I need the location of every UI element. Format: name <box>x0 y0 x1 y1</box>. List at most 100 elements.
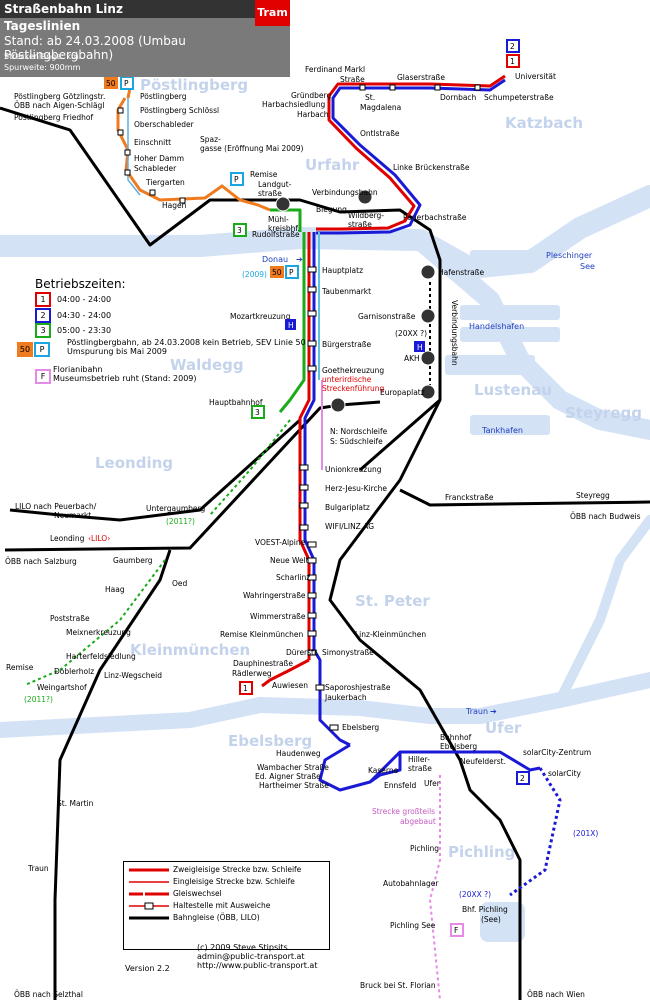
station-wimmer: Wimmerstraße <box>250 612 306 621</box>
station-wifi: WIFI/LINZ AG <box>325 522 374 531</box>
station-schableder: Schableder <box>134 164 177 173</box>
key-passing-stop-swatch <box>129 901 169 911</box>
map-header: Straßenbahn Linz Tram Tageslinien Stand:… <box>0 0 290 77</box>
station-herz-jesu: Herz-Jesu-Kirche <box>325 484 387 493</box>
station-tiergarten: Tiergarten <box>145 178 185 187</box>
station-ferdinand-2: Straße <box>340 75 365 84</box>
badge-line3-rudolf-label: 3 <box>237 226 242 235</box>
station-poestlingberg: Pöstlingberg <box>140 92 187 101</box>
station-dauphine: Dauphinestraße <box>233 659 293 668</box>
station-unionkreuzung: Unionkreuzung <box>325 465 382 474</box>
badge-line1-auwiesen <box>239 681 253 695</box>
rail-traun <box>53 549 172 1000</box>
district-poestlingberg: Pöstlingberg <box>140 76 248 94</box>
key-rail-tracks-label: Bahngleise (ÖBB, LILO) <box>173 913 260 922</box>
interchange-icon <box>357 189 373 205</box>
label-oebb-selzthal: ÖBB nach Selzthal <box>14 990 83 999</box>
legend-row-florianibahn: F Florianibahn Museumsbetrieb ruht (Stan… <box>35 365 197 384</box>
station-post: Poststraße <box>50 614 90 623</box>
station-poestlingberg-friedhof: Pöstlingberg Friedhof <box>14 113 93 122</box>
district-lustenau: Lustenau <box>474 381 552 399</box>
station-auwiesen: Auwiesen <box>272 681 308 690</box>
legend-badge-line1: 1 <box>35 292 51 307</box>
badge-p-remise <box>230 172 244 186</box>
station-hauptplatz: Hauptplatz <box>322 266 363 275</box>
map-line-badges: 2 1 3 3 1 2 50 P 50 P P H H F <box>104 39 530 937</box>
station-garnison: Garnisonstraße <box>358 312 416 321</box>
line1-north <box>316 74 506 231</box>
station-pichling: Pichling <box>410 844 439 853</box>
district-ebelsberg: Ebelsberg <box>228 732 312 750</box>
station-taubenmarkt: Taubenmarkt <box>321 287 371 296</box>
key-single-track: Eingleisige Strecke bzw. Schleife <box>129 877 295 887</box>
station-poestlingberg-schloessl: Pöstlingberg Schlössl <box>140 106 219 115</box>
key-crossover-label: Gleiswechsel <box>173 889 222 898</box>
label-20xx-2: (20XX ?) <box>459 890 491 899</box>
station-mozart: Mozartkreuzung <box>230 312 291 321</box>
legend-hours-line1: 04:00 - 24:00 <box>57 295 112 304</box>
district-labels: Pöstlingberg Katzbach Urfahr Waldegg Lus… <box>95 76 642 861</box>
legend-badge-line2: 2 <box>35 308 51 323</box>
label-pleschinger-see: See <box>580 262 595 271</box>
badge-50-top <box>104 77 118 89</box>
line2-north <box>316 78 506 235</box>
rail-interchange-icons <box>275 189 436 413</box>
line2-planned-pichling <box>509 767 562 897</box>
station-traun: Traun <box>27 864 49 873</box>
traun-arrow-icon: ➔ <box>490 707 497 716</box>
station-simony: Simonystraße <box>322 648 374 657</box>
badge-line2-top <box>506 39 520 53</box>
traun-river <box>0 672 650 738</box>
map-stand: Stand: ab 24.03.2008 (Umbau Pöstlingberg… <box>4 34 186 62</box>
legend-badge-p: P <box>34 342 50 357</box>
station-oed: Oed <box>172 579 188 588</box>
legend-badge-line3: 3 <box>35 323 51 338</box>
legend-florian-text-2: Museumsbetrieb ruht (Stand: 2009) <box>53 374 197 383</box>
interchange-icon <box>330 397 346 413</box>
legend-heading: Betriebszeiten: <box>35 277 126 291</box>
key-crossover-swatch <box>129 889 169 899</box>
label-strecke-abgebaut-2: abgebaut <box>400 817 436 826</box>
station-ufer: Ufer <box>424 779 441 788</box>
water-labels: Donau ➔ Pleschinger See Handelshafen Tan… <box>262 251 595 716</box>
station-ebelsberg: Ebelsberg <box>342 723 379 732</box>
station-spaz-2: gasse (Eröffnung Mai 2009) <box>200 144 304 153</box>
station-wildberg-2: straße <box>348 220 372 229</box>
map-title: Straßenbahn Linz <box>0 0 259 18</box>
station-bhf-ebelsberg-2: Ebelsberg <box>440 742 477 751</box>
label-handelshafen: Handelshafen <box>469 322 524 331</box>
credits: (c) 2009 Steve Stipsits admin@public-tra… <box>197 943 317 970</box>
tram-badge: Tram <box>255 0 290 26</box>
district-waldegg: Waldegg <box>170 356 244 374</box>
label-lilo-peuerbach: LILO nach Peuerbach/ <box>15 502 97 511</box>
station-oberschableder: Oberschableder <box>134 120 195 129</box>
credits-url[interactable]: http://www.public-transport.at <box>197 961 318 970</box>
station-bruck: Bruck bei St. Florian <box>360 981 436 990</box>
station-bhf-pichling-2: (See) <box>481 915 501 924</box>
rail-lilo <box>9 418 302 522</box>
label-pleschinger: Pleschinger <box>546 251 593 260</box>
station-neue-welt: Neue Welt <box>270 556 309 565</box>
station-harbachsiedlung: Harbachsiedlung <box>262 100 326 109</box>
label-remise-land-3: straße <box>258 189 282 198</box>
badge-h-mozart-label: H <box>288 321 294 330</box>
badge-50-donau <box>270 266 284 278</box>
label-verbindungsbahn-vertical: Verbindungsbahn <box>450 300 459 366</box>
badge-line1-auwiesen-label: 1 <box>243 684 248 693</box>
map-subtitle: Tageslinien <box>4 19 81 33</box>
station-solar-city: solarCity <box>548 769 582 778</box>
label-suedschleife: S: Südschleife <box>330 437 383 446</box>
credits-email[interactable]: admin@public-transport.at <box>197 952 305 961</box>
line3-leonding-planned <box>209 419 291 516</box>
station-wildberg: Wildberg- <box>348 211 384 220</box>
district-kleinmuenchen: Kleinmünchen <box>130 641 250 659</box>
key-passing-stop-label: Haltestelle mit Ausweiche <box>173 901 271 910</box>
station-doblerholz: Doblerholz <box>54 667 94 676</box>
key-double-track-label: Zweigleisige Strecke bzw. Schleife <box>173 865 302 874</box>
station-bhf-pichling: Bhf. Pichling <box>462 905 508 914</box>
station-poestlingberg-goetzl: Pöstlingberg Götzlingstr. <box>14 92 105 101</box>
station-ontl: Ontlstraße <box>360 129 400 138</box>
key-rail-tracks: Bahngleise (ÖBB, LILO) <box>129 913 260 923</box>
legend-row-line1: 1 04:00 - 24:00 <box>35 292 111 307</box>
